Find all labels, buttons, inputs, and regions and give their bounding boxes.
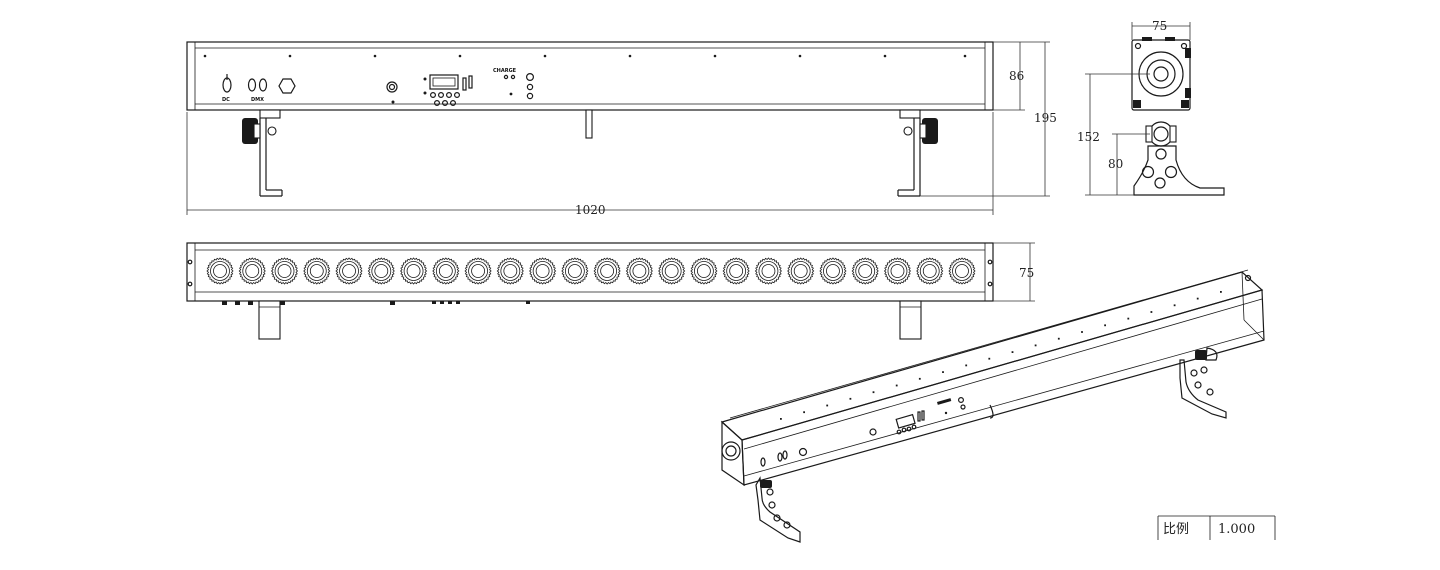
iso-screw-dot xyxy=(1220,291,1222,293)
led-lens-icon xyxy=(625,257,653,285)
front-view: DC DMX CHARGE xyxy=(186,41,1057,217)
dim-152: 152 xyxy=(1077,130,1100,144)
led-lens-icon xyxy=(948,257,976,285)
dimension-height: 86 xyxy=(993,41,1050,111)
iso-screw-dot xyxy=(1057,337,1060,340)
title-block: 比例 1.000 xyxy=(1157,515,1276,540)
led-lens-icon xyxy=(916,257,944,285)
dc-connector-icon: DC xyxy=(222,74,232,103)
led-lens-icon xyxy=(496,257,524,285)
led-lens-icon xyxy=(303,257,331,285)
iso-screw-dot xyxy=(1196,297,1199,300)
dimension-side-width: 75 xyxy=(1131,19,1191,40)
dim-75-depth: 75 xyxy=(1019,266,1034,280)
right-foot xyxy=(899,300,922,340)
left-foot xyxy=(258,300,281,340)
iso-screw-dot xyxy=(942,371,944,373)
led-lens-icon xyxy=(851,257,879,285)
iso-screw-dot xyxy=(803,411,805,414)
iso-screw-dot xyxy=(849,397,852,400)
side-bracket xyxy=(1133,145,1225,196)
led-lens-icon xyxy=(206,257,234,285)
iso-screw-dot xyxy=(895,384,898,387)
iso-screw-dot xyxy=(826,404,829,407)
iso-left-bracket xyxy=(755,476,801,543)
iso-panel xyxy=(760,397,966,467)
pivot-knob-icon xyxy=(1148,121,1174,147)
iso-screw-dot xyxy=(1011,351,1014,353)
dim-1020: 1020 xyxy=(575,203,606,217)
led-lens-icon xyxy=(722,257,750,285)
scale-label: 比例 xyxy=(1163,522,1189,537)
led-lens-icon xyxy=(238,257,266,285)
led-lens-icon xyxy=(367,257,395,285)
dmx-label: DMX xyxy=(251,97,264,103)
iso-screw-dot xyxy=(965,364,968,367)
hex-power-icon xyxy=(278,78,296,94)
side-view: 75 152 80 xyxy=(1077,19,1225,196)
led-lens-icon xyxy=(270,257,299,285)
dimension-total-height: 195 xyxy=(920,42,1057,197)
iso-screw-dot xyxy=(1034,344,1037,347)
led-lens-icon xyxy=(593,257,621,285)
iso-screw-dot xyxy=(1081,331,1083,333)
led-lens-icon xyxy=(787,257,815,285)
iso-hook xyxy=(989,404,994,419)
dmx-connector-icon: DMX xyxy=(247,78,268,103)
led-lens-icon xyxy=(399,257,428,285)
iso-screw-dot xyxy=(1127,317,1130,320)
dim-195: 195 xyxy=(1034,111,1057,125)
dc-label: DC xyxy=(222,97,230,103)
led-lens-icon xyxy=(561,257,589,285)
led-lens-icon xyxy=(529,257,557,285)
led-row xyxy=(206,257,976,285)
iso-screw-dot xyxy=(872,391,875,394)
iso-right-bracket xyxy=(1179,347,1227,419)
led-lens-icon xyxy=(432,257,460,285)
iso-lens-icon xyxy=(721,441,741,461)
iso-screw-dot xyxy=(780,418,782,420)
led-lens-icon xyxy=(464,257,492,285)
center-hook xyxy=(585,109,593,139)
charge-label: CHARGE xyxy=(493,68,517,74)
iso-screw-dot xyxy=(988,357,991,360)
iso-screw-dots xyxy=(780,291,1222,420)
iso-screw-dot xyxy=(1173,304,1176,307)
top-screws xyxy=(203,54,967,58)
dim-86: 86 xyxy=(1009,69,1024,83)
led-lens-icon xyxy=(690,257,718,285)
led-lens-icon xyxy=(335,257,363,285)
left-bracket xyxy=(242,109,283,197)
right-bracket xyxy=(897,109,938,197)
dimension-depth: 75 xyxy=(993,242,1035,302)
round-socket-icon xyxy=(386,81,398,93)
led-view: 75 xyxy=(186,242,1035,340)
dim-75-width: 75 xyxy=(1152,19,1167,33)
isometric-view xyxy=(720,269,1265,543)
led-lens-icon xyxy=(819,257,847,285)
charge-indicator: CHARGE xyxy=(493,68,534,100)
iso-screw-dot xyxy=(1150,311,1153,313)
dimension-side-height: 152 xyxy=(1077,73,1150,196)
iso-screw-dot xyxy=(1104,324,1106,327)
led-lens-icon xyxy=(658,257,686,285)
display-icon xyxy=(423,74,473,106)
led-lens-icon xyxy=(754,257,783,285)
dim-80: 80 xyxy=(1108,157,1123,171)
iso-screw-dot xyxy=(918,377,921,380)
dimension-bracket-height: 80 xyxy=(1108,133,1150,195)
led-lens-icon xyxy=(883,257,912,285)
dimension-length: 1020 xyxy=(186,112,994,217)
scale-value: 1.000 xyxy=(1218,522,1255,537)
